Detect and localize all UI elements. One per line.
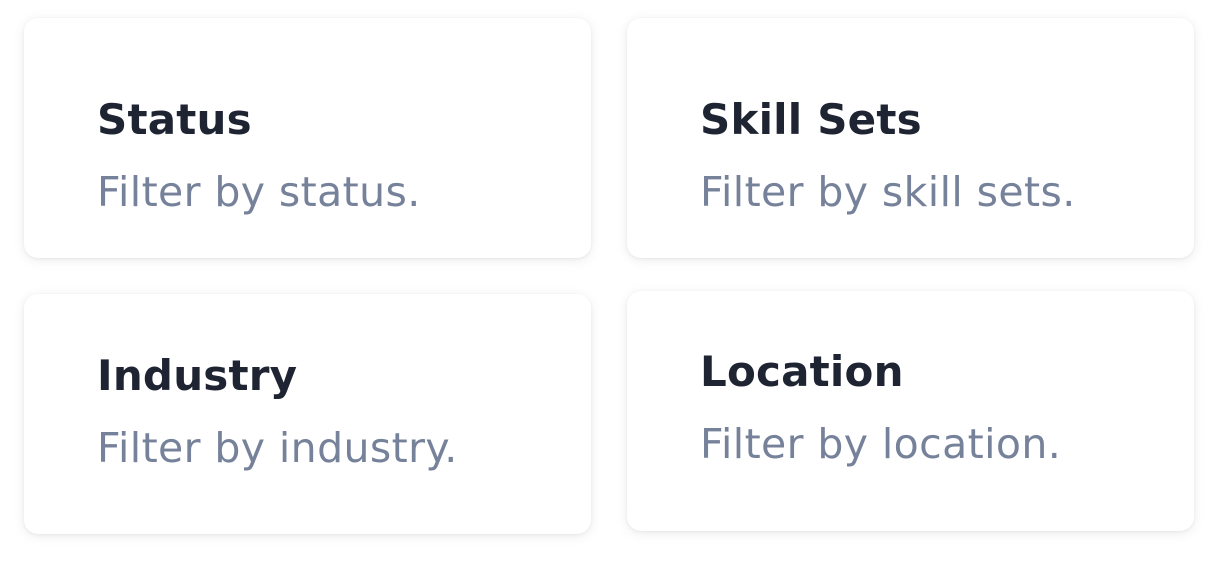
filter-card-industry[interactable]: Industry Filter by industry.	[24, 294, 591, 534]
filter-card-status[interactable]: Status Filter by status.	[24, 18, 591, 258]
filter-card-title: Location	[700, 347, 904, 396]
filter-card-description: Filter by industry.	[97, 424, 458, 472]
filter-card-description: Filter by status.	[97, 168, 421, 216]
filter-card-description: Filter by location.	[700, 420, 1062, 468]
filter-card-title: Status	[97, 95, 252, 144]
filter-card-title: Industry	[97, 351, 298, 400]
filter-card-location[interactable]: Location Filter by location.	[627, 291, 1194, 531]
filter-card-title: Skill Sets	[700, 95, 922, 144]
filter-card-description: Filter by skill sets.	[700, 168, 1076, 216]
filter-card-skill-sets[interactable]: Skill Sets Filter by skill sets.	[627, 18, 1194, 258]
